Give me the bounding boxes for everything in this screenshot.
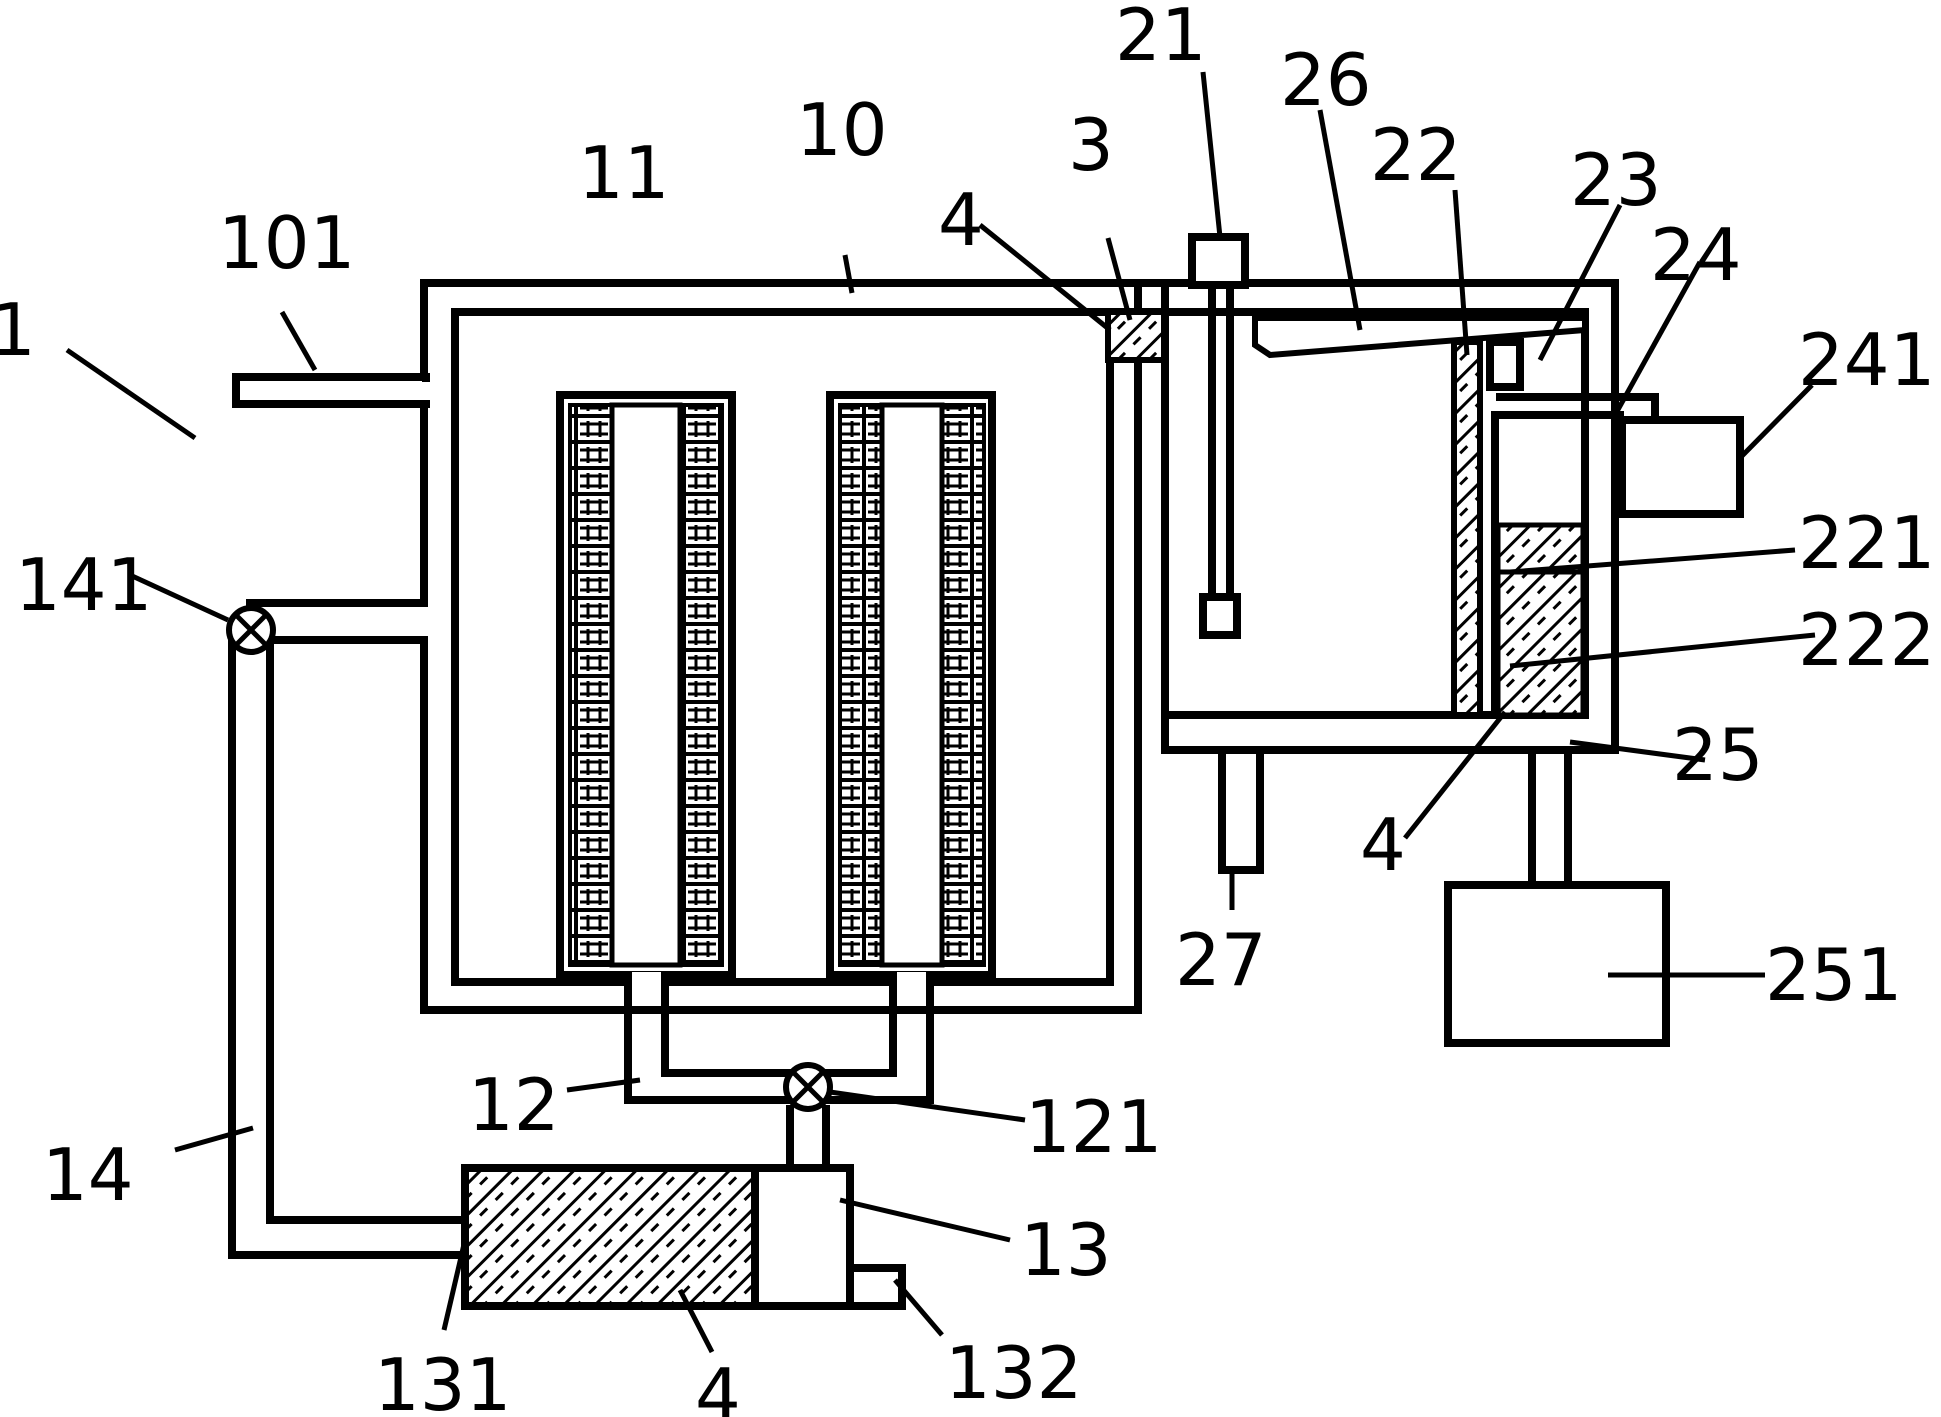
label-13: 13 <box>1020 1208 1112 1292</box>
tank-13 <box>461 1164 906 1310</box>
label-4-right: 4 <box>1360 803 1406 887</box>
label-24: 24 <box>1650 213 1742 297</box>
inlet-101 <box>232 373 430 408</box>
leader-lines <box>65 71 1816 1354</box>
float-rod-21 <box>1188 233 1249 639</box>
label-27: 27 <box>1175 918 1267 1002</box>
manifold-12 <box>624 971 934 1104</box>
label-25: 25 <box>1672 713 1764 797</box>
inclined-plate-26 <box>1252 315 1588 359</box>
label-11: 11 <box>578 131 670 215</box>
valve-141-icon[interactable] <box>226 605 276 655</box>
label-14: 14 <box>42 1133 134 1217</box>
sensor-23 <box>1486 338 1524 391</box>
seal-block-3 <box>1105 309 1169 363</box>
electrode-cell-right <box>826 391 996 979</box>
label-26: 26 <box>1280 38 1372 122</box>
label-22: 22 <box>1370 113 1462 197</box>
label-12: 12 <box>468 1063 560 1147</box>
valve-121-icon[interactable] <box>783 1062 833 1112</box>
label-10: 10 <box>796 88 888 172</box>
label-131: 131 <box>374 1343 511 1417</box>
label-4-bottom: 4 <box>695 1353 741 1417</box>
label-1: 1 <box>0 288 36 372</box>
label-4-top: 4 <box>938 178 984 262</box>
label-251: 251 <box>1765 933 1902 1017</box>
drain-25 <box>1444 746 1670 1047</box>
label-101: 101 <box>218 201 355 285</box>
label-241: 241 <box>1798 318 1935 402</box>
electrode-cell-left <box>556 391 736 979</box>
label-21: 21 <box>1115 0 1207 77</box>
label-132: 132 <box>945 1331 1082 1415</box>
label-121: 121 <box>1025 1085 1162 1169</box>
outlet-27 <box>1218 746 1264 874</box>
label-221: 221 <box>1798 501 1935 585</box>
main-tank-10 <box>420 279 1142 1014</box>
return-pipe-14 <box>228 599 469 1259</box>
membrane-22 <box>1451 339 1483 718</box>
label-222: 222 <box>1798 598 1935 682</box>
label-3: 3 <box>1068 103 1114 187</box>
label-23: 23 <box>1570 138 1662 222</box>
label-141: 141 <box>15 543 152 627</box>
